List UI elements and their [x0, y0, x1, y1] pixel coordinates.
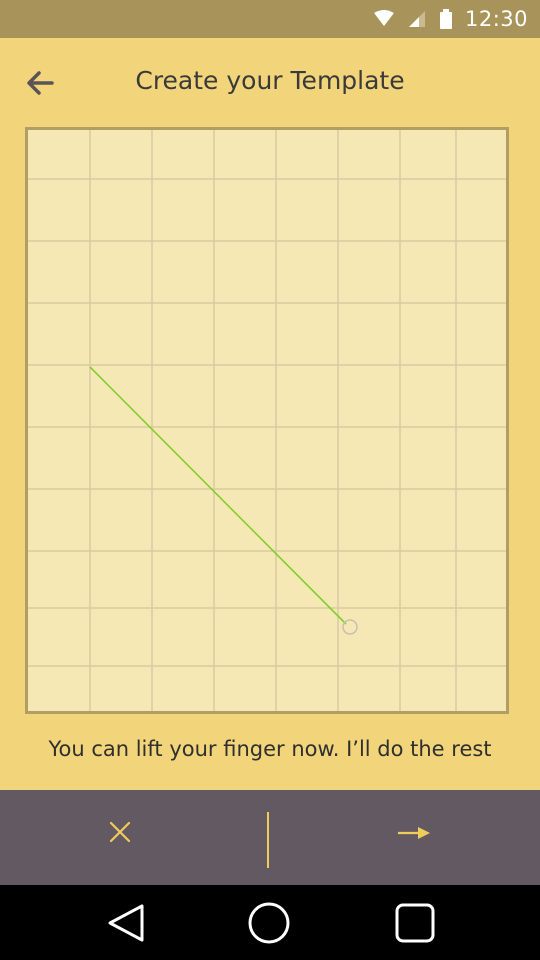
- battery-icon: [439, 9, 452, 29]
- grid-svg: [28, 130, 506, 711]
- back-arrow-icon: [27, 71, 54, 95]
- action-divider: [267, 812, 269, 868]
- page-title: Create your Template: [135, 66, 405, 95]
- nav-back-button[interactable]: [104, 901, 148, 945]
- header: Create your Template: [0, 38, 540, 128]
- drawn-stroke: [89, 366, 347, 625]
- action-bar: [0, 790, 540, 885]
- nav-home-button[interactable]: [247, 901, 291, 945]
- recents-square-icon: [395, 903, 435, 943]
- status-bar: 12:30: [0, 0, 540, 38]
- signal-icon: [408, 11, 425, 27]
- nav-recents-button[interactable]: [393, 901, 437, 945]
- drawing-canvas[interactable]: [25, 127, 509, 714]
- next-arrow-icon: [398, 827, 430, 839]
- system-nav-bar: [0, 885, 540, 960]
- hint-text: You can lift your finger now. I’ll do th…: [48, 737, 492, 761]
- grid-lines: [28, 130, 506, 711]
- status-time: 12:30: [464, 7, 528, 31]
- back-button[interactable]: [22, 64, 62, 104]
- close-icon: [109, 821, 131, 843]
- stroke-end-marker: [342, 619, 358, 635]
- back-triangle-icon: [108, 904, 144, 942]
- status-icons: 12:30: [373, 0, 528, 38]
- next-button[interactable]: [392, 818, 436, 862]
- home-circle-icon: [248, 902, 290, 944]
- cancel-button[interactable]: [98, 810, 142, 854]
- wifi-icon: [373, 10, 394, 26]
